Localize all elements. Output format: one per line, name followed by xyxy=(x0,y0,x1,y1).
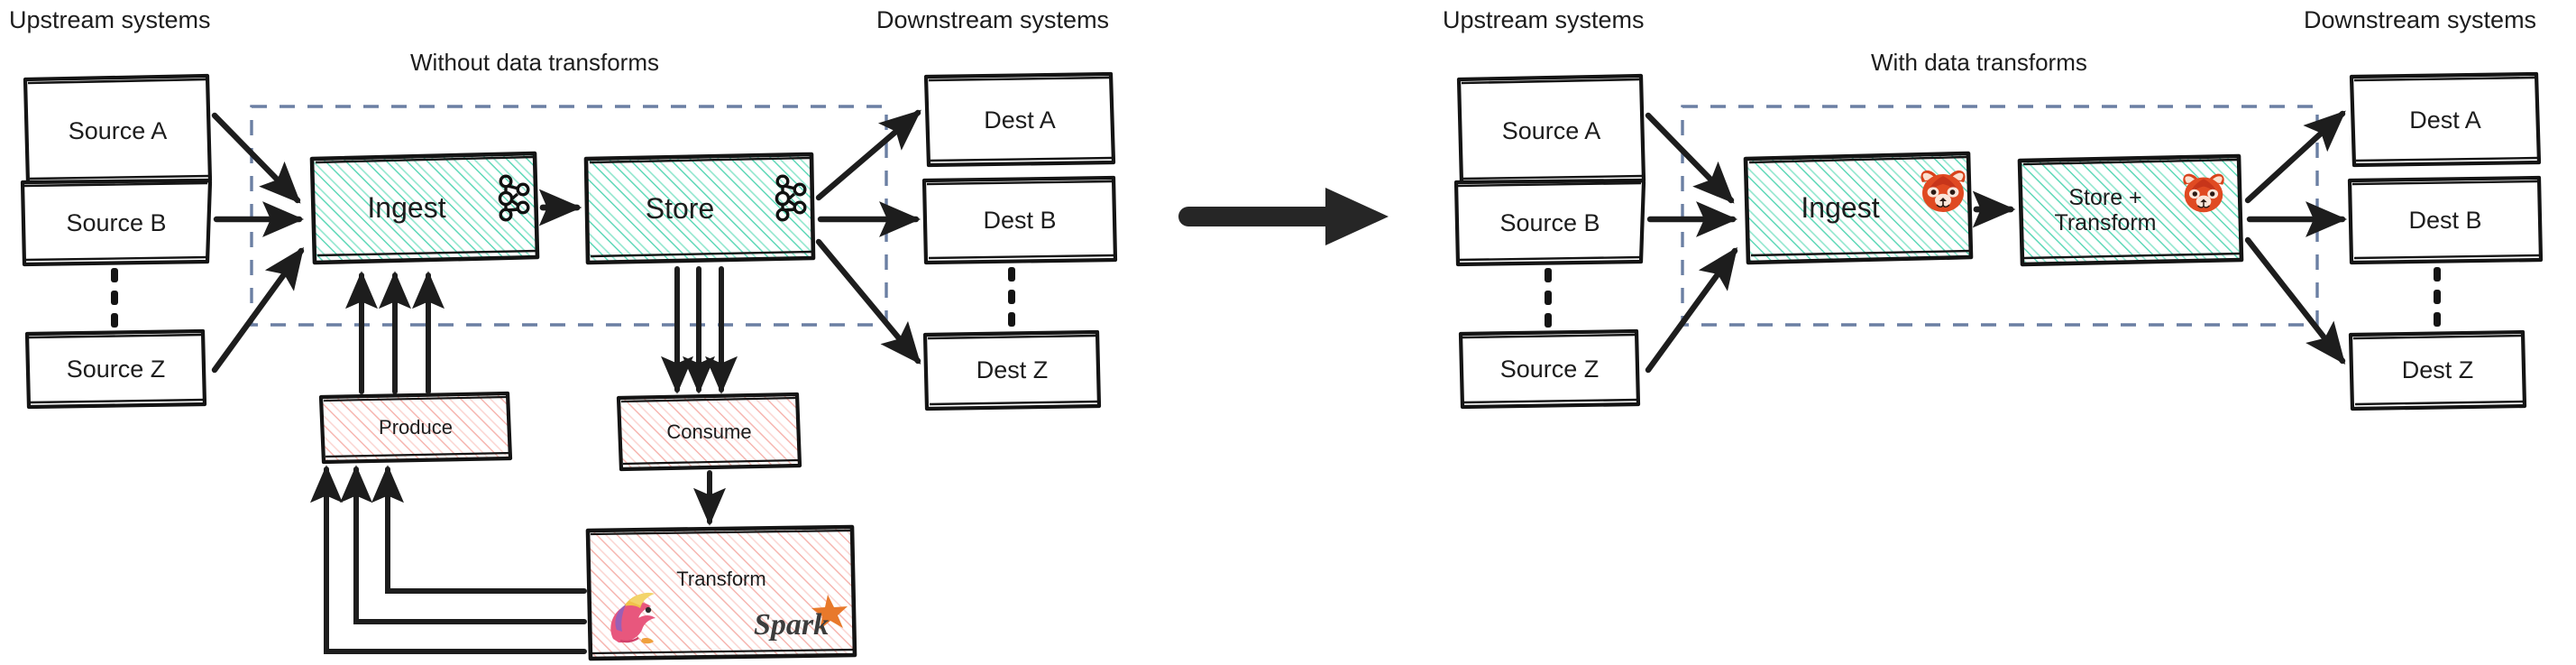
store-box-left[interactable] xyxy=(583,152,816,265)
kafka-icon xyxy=(769,171,811,222)
source-box-b-right[interactable] xyxy=(1453,178,1646,267)
dest-box-a-left[interactable] xyxy=(923,71,1116,168)
group-title-left: Without data transforms xyxy=(410,49,659,76)
dest-box-b-right[interactable] xyxy=(2347,175,2544,265)
ingest-box-right[interactable] xyxy=(1743,151,1974,265)
dest-ellipsis-right xyxy=(2434,267,2441,327)
group-title-right: With data transforms xyxy=(1871,49,2087,76)
source-ellipsis-left xyxy=(111,268,118,328)
transform-box-left[interactable] xyxy=(585,524,857,661)
source-box-a-left[interactable] xyxy=(23,73,213,186)
dest-ellipsis-left xyxy=(1008,267,1015,327)
dest-box-b-left[interactable] xyxy=(921,175,1118,265)
dest-box-z-left[interactable] xyxy=(922,329,1102,411)
source-ellipsis-right xyxy=(1545,268,1552,328)
dest-box-z-right[interactable] xyxy=(2348,329,2527,411)
upstream-heading-left: Upstream systems xyxy=(9,6,211,33)
upstream-heading-right: Upstream systems xyxy=(1443,6,1645,33)
kafka-icon xyxy=(492,171,534,222)
ingest-box-left[interactable] xyxy=(309,151,540,265)
source-box-z-right[interactable] xyxy=(1458,328,1641,410)
redpanda-icon xyxy=(2179,171,2228,215)
spark-icon: Spark xyxy=(752,591,853,647)
svg-text:Spark: Spark xyxy=(754,608,829,642)
downstream-heading-right: Downstream systems xyxy=(2304,6,2537,33)
consume-box-left[interactable] xyxy=(616,392,802,472)
arrows-left xyxy=(211,109,921,654)
center-transition-arrow xyxy=(1178,188,1389,245)
downstream-heading-left: Downstream systems xyxy=(876,6,1110,33)
dest-box-a-right[interactable] xyxy=(2349,71,2542,168)
source-box-z-left[interactable] xyxy=(24,328,207,410)
redpanda-icon xyxy=(1917,168,1969,215)
source-box-b-left[interactable] xyxy=(20,178,213,267)
flink-squirrel-icon xyxy=(602,586,669,650)
source-box-a-right[interactable] xyxy=(1456,73,1646,186)
arrows-right xyxy=(1645,110,2348,374)
produce-box-left[interactable] xyxy=(318,391,513,465)
